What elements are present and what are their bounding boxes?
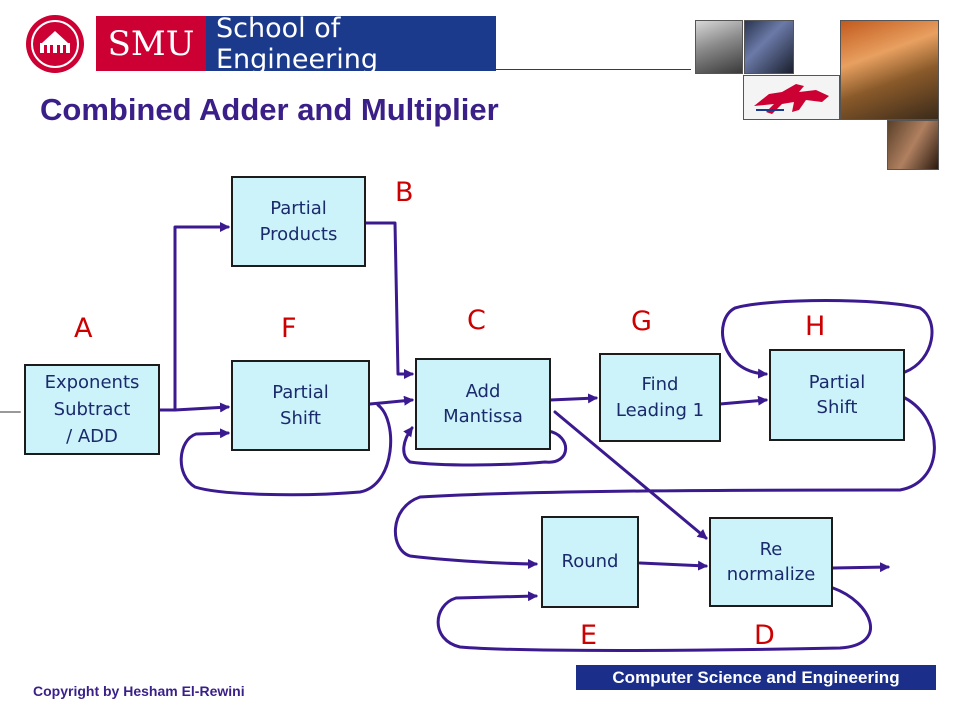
school-banner: SMU School of Engineering	[96, 13, 496, 75]
campus-building-photo	[840, 20, 939, 120]
copyright-text: Copyright by Hesham El-Rewini	[33, 683, 245, 699]
department-badge: Computer Science and Engineering	[576, 665, 936, 690]
stage-label-d: D	[754, 620, 775, 651]
banner-school-text: School of Engineering	[206, 13, 496, 75]
connector-partial-shift-to-add-mantissa	[368, 395, 414, 406]
connector-find-leading-to-partial-shift	[718, 395, 768, 406]
renormalize-block: Re normalize	[709, 517, 833, 607]
connector-add-mantissa-feedback	[402, 426, 568, 467]
connector-partial-shift-to-round	[394, 396, 936, 569]
connector-renormalize-feedback	[436, 586, 872, 652]
connector-round-to-renormalize	[638, 560, 708, 571]
connector-partial-shift-feedback	[179, 403, 393, 497]
add-mantissa-block: Add Mantissa	[415, 358, 551, 450]
stage-label-h: H	[805, 311, 826, 342]
banner-smu-text: SMU	[96, 16, 206, 71]
find-leading-one-block: Find Leading 1	[599, 353, 721, 442]
connector-add-mantissa-to-renormalize	[553, 410, 708, 540]
stage-label-e: E	[580, 620, 598, 651]
connector-add-mantissa-to-find-leading	[548, 393, 598, 404]
connector-partial-products-to-add-mantissa	[364, 221, 414, 379]
connector-exponents-to-partial-shift	[173, 402, 230, 413]
mustang-logo-image	[743, 75, 840, 120]
stage-label-f: F	[281, 313, 297, 344]
smu-seal-logo	[26, 15, 84, 73]
lab-photo	[744, 20, 794, 74]
partial-products-block: Partial Products	[231, 176, 366, 267]
exponents-subtract-add-block: Exponents Subtract / ADD	[24, 364, 160, 455]
header-divider	[496, 69, 691, 70]
portrait-photo	[695, 20, 743, 74]
slide-title: Combined Adder and Multiplier	[40, 92, 499, 127]
connector-exponents-to-partial-products	[158, 222, 230, 412]
stage-label-g: G	[631, 306, 652, 337]
round-block: Round	[541, 516, 639, 608]
stage-label-c: C	[467, 305, 486, 336]
partial-shift-block-f: Partial Shift	[231, 360, 370, 451]
stage-label-b: B	[395, 177, 414, 208]
mustang-icon	[754, 84, 829, 114]
connector-partial-shift-h-loop	[721, 299, 934, 379]
connector-renormalize-output	[831, 562, 890, 573]
stage-label-a: A	[74, 313, 93, 344]
partial-shift-block-h: Partial Shift	[769, 349, 905, 441]
students-photo	[887, 120, 939, 170]
